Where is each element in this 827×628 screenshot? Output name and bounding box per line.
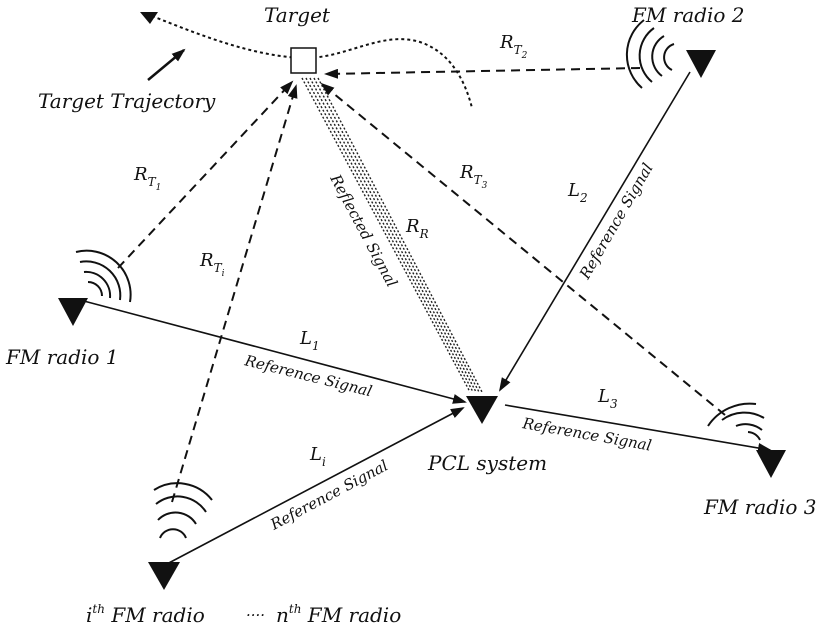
fm-radio-1-waves	[75, 249, 132, 303]
fm-radio-3-label: FM radio 3	[703, 495, 817, 519]
ellipsis-label: ····	[246, 606, 265, 624]
rt2-label: RT2	[499, 32, 528, 61]
trajectory-pointer-arrow	[147, 48, 186, 81]
fm-radio-3-antenna	[756, 450, 786, 478]
fm-radio-3-waves	[707, 402, 765, 441]
target-box	[290, 47, 317, 74]
fm-radio-1-antenna	[58, 298, 88, 326]
target-trajectory-curve	[151, 15, 473, 109]
ith-fm-radio-waves	[153, 482, 213, 539]
l3-line	[504, 404, 772, 453]
reference-signal-l3-label: Reference Signal	[520, 414, 653, 455]
reflected-signal-bundle	[301, 77, 483, 393]
target-trajectory-label: Target Trajectory	[38, 89, 216, 113]
l2-line	[498, 71, 691, 392]
rti-label: RTi	[199, 250, 225, 279]
ith-fm-radio-label: ith FM radio	[86, 602, 205, 627]
li-line	[164, 407, 465, 566]
fm-radio-1-label: FM radio 1	[5, 345, 119, 369]
target-label: Target	[264, 3, 331, 27]
trajectory-arrowhead	[140, 12, 158, 24]
rt1-dashed-line	[117, 80, 294, 269]
fm-radio-2-waves	[625, 19, 675, 89]
rt3-label: RT3	[459, 162, 488, 191]
l1-label: L1	[299, 328, 320, 353]
fm-radio-2-label: FM radio 2	[631, 3, 745, 27]
reference-signal-l2-label: Reference Signal	[575, 160, 656, 283]
l3-label: L3	[597, 386, 618, 411]
li-label: Li	[309, 444, 326, 469]
rt1-label: RT1	[133, 164, 161, 193]
pcl-system-label: PCL system	[427, 451, 547, 475]
rt2-dashed-line	[324, 67, 641, 79]
rti-dashed-line	[171, 84, 298, 503]
rt3-dashed-line	[320, 82, 726, 416]
ith-fm-radio-antenna	[148, 562, 180, 590]
reference-signal-l1-label: Reference Signal	[242, 351, 374, 400]
pcl-system-receiver	[466, 396, 498, 424]
nth-fm-radio-label: nth FM radio	[276, 602, 401, 627]
reference-signal-li-label: Reference Signal	[267, 456, 392, 534]
l2-label: L2	[567, 180, 588, 205]
fm-radio-2-antenna	[686, 50, 716, 78]
rr-label: RR	[405, 216, 429, 241]
l1-line	[79, 299, 467, 404]
